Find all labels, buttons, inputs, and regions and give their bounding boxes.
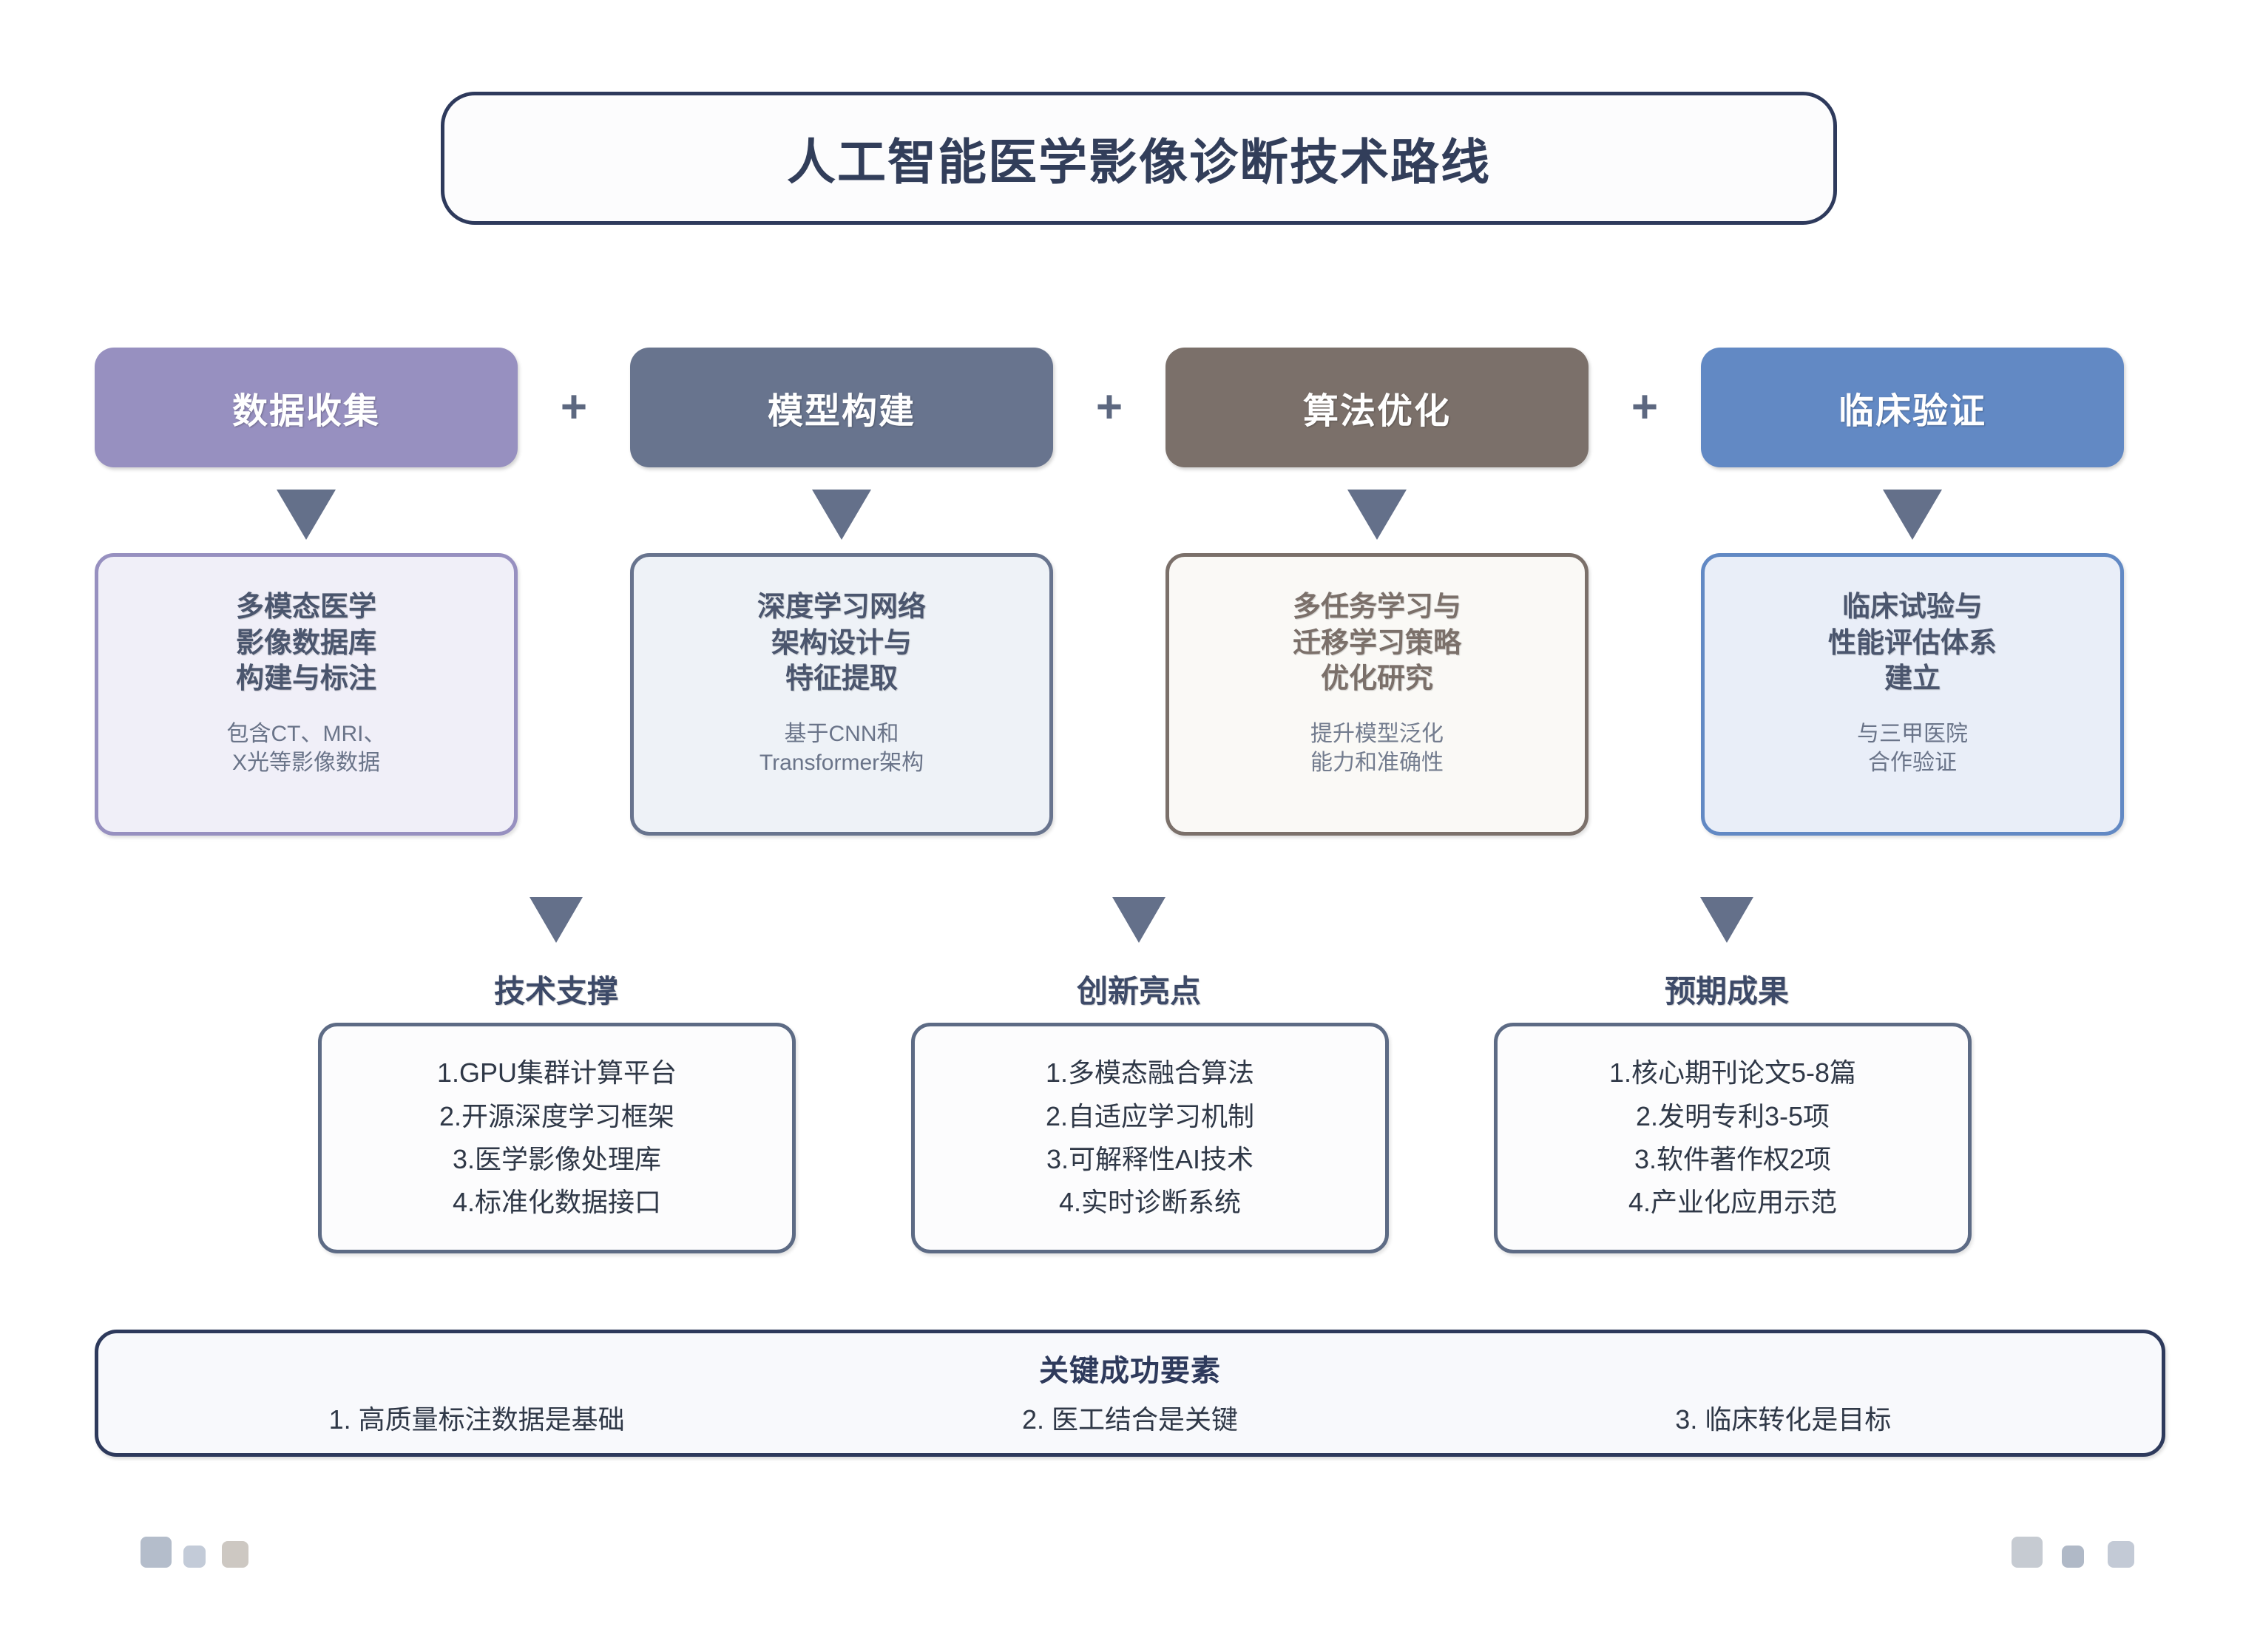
arrow-down-icon <box>530 897 583 943</box>
key-success-factors-banner: 关键成功要素 1. 高质量标注数据是基础 2. 医工结合是关键 3. 临床转化是… <box>95 1330 2165 1457</box>
detail-card-clinical-trial[interactable]: 临床试验与 性能评估体系 建立 与三甲医院 合作验证 <box>1701 553 2124 836</box>
arrow-down-icon <box>1700 897 1753 943</box>
detail-card-title: 多模态医学 影像数据库 构建与标注 <box>235 592 376 695</box>
list-item: 4.产业化应用示范 <box>1628 1187 1838 1218</box>
key-success-factors-title: 关键成功要素 <box>1039 1355 1221 1387</box>
decorative-square <box>2012 1537 2043 1568</box>
detail-card-subtitle: 基于CNN和 Transformer架构 <box>759 721 924 775</box>
stage-label: 模型构建 <box>767 392 916 431</box>
list-item: 3.软件著作权2项 <box>1634 1144 1832 1174</box>
stage-chip-algorithm-optimization[interactable]: 算法优化 <box>1165 348 1589 467</box>
list-item: 1.多模态融合算法 <box>1045 1057 1255 1089</box>
stage-label: 数据收集 <box>231 392 380 431</box>
section-heading-outcomes: 预期成果 <box>1664 974 1789 1009</box>
list-box-tech-support[interactable]: 1.GPU集群计算平台 2.开源深度学习框架 3.医学影像处理库 4.标准化数据… <box>318 1023 796 1253</box>
stage-chip-data-collection[interactable]: 数据收集 <box>95 348 518 467</box>
detail-card-transfer-learning[interactable]: 多任务学习与 迁移学习策略 优化研究 提升模型泛化 能力和准确性 <box>1165 553 1589 836</box>
arrow-down-icon <box>1347 490 1407 540</box>
arrow-down-icon <box>277 490 336 540</box>
list-item: 3.可解释性AI技术 <box>1046 1144 1254 1174</box>
detail-card-title: 临床试验与 性能评估体系 建立 <box>1827 592 1997 695</box>
decorative-square <box>183 1546 206 1568</box>
arrow-down-icon <box>1112 897 1165 943</box>
decorative-square <box>2062 1546 2084 1568</box>
arrow-down-icon <box>812 490 871 540</box>
stage-chip-clinical-validation[interactable]: 临床验证 <box>1701 348 2124 467</box>
key-success-factors-list: 1. 高质量标注数据是基础 2. 医工结合是关键 3. 临床转化是目标 <box>150 1398 2110 1437</box>
decorative-square <box>141 1537 172 1568</box>
decorative-square <box>222 1541 248 1568</box>
title-banner: 人工智能医学影像诊断技术路线 <box>441 92 1837 225</box>
detail-card-network[interactable]: 深度学习网络 架构设计与 特征提取 基于CNN和 Transformer架构 <box>630 553 1053 836</box>
stage-chip-model-building[interactable]: 模型构建 <box>630 348 1053 467</box>
detail-card-subtitle: 提升模型泛化 能力和准确性 <box>1310 721 1444 775</box>
list-item: 1.GPU集群计算平台 <box>436 1057 677 1089</box>
list-item: 1.核心期刊论文5-8篇 <box>1608 1057 1857 1089</box>
list-item: 3.医学影像处理库 <box>452 1144 662 1174</box>
plus-connector-3: + <box>1631 381 1659 433</box>
decorative-square <box>2108 1541 2134 1568</box>
detail-card-title: 多任务学习与 迁移学习策略 优化研究 <box>1292 592 1461 695</box>
list-item: 4.实时诊断系统 <box>1058 1187 1242 1218</box>
page-title: 人工智能医学影像诊断技术路线 <box>787 135 1491 189</box>
detail-card-title: 深度学习网络 架构设计与 特征提取 <box>757 592 926 695</box>
list-box-outcomes[interactable]: 1.核心期刊论文5-8篇 2.发明专利3-5项 3.软件著作权2项 4.产业化应… <box>1494 1023 1972 1253</box>
stage-label: 临床验证 <box>1838 392 1986 431</box>
detail-card-dataset[interactable]: 多模态医学 影像数据库 构建与标注 包含CT、MRI、 X光等影像数据 <box>95 553 518 836</box>
plus-connector-1: + <box>560 381 588 433</box>
stage-label: 算法优化 <box>1302 392 1451 431</box>
list-item: 4.标准化数据接口 <box>452 1187 662 1218</box>
section-heading-innovation: 创新亮点 <box>1076 974 1201 1009</box>
list-item: 2.开源深度学习框架 <box>439 1100 675 1131</box>
key-factor-item: 2. 医工结合是关键 <box>1021 1404 1238 1435</box>
list-item: 2.自适应学习机制 <box>1045 1100 1255 1131</box>
plus-connector-2: + <box>1095 381 1123 433</box>
list-box-innovation[interactable]: 1.多模态融合算法 2.自适应学习机制 3.可解释性AI技术 4.实时诊断系统 <box>911 1023 1389 1253</box>
list-item: 2.发明专利3-5项 <box>1635 1100 1830 1131</box>
arrow-down-icon <box>1883 490 1942 540</box>
key-factor-item: 1. 高质量标注数据是基础 <box>328 1404 625 1435</box>
section-heading-tech-support: 技术支撑 <box>493 974 618 1009</box>
detail-card-subtitle: 与三甲医院 合作验证 <box>1857 721 1968 775</box>
key-factor-item: 3. 临床转化是目标 <box>1675 1404 1892 1435</box>
detail-card-subtitle: 包含CT、MRI、 X光等影像数据 <box>226 721 386 775</box>
